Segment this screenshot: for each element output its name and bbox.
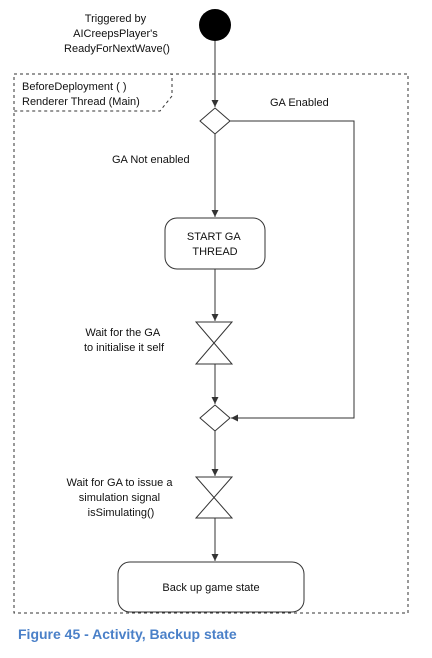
- activity-diagram: BeforeDeployment ( ) Renderer Thread (Ma…: [13, 9, 409, 614]
- backup-game-state-action: [117, 561, 305, 613]
- frame-label-tab: [14, 73, 173, 112]
- decision-node-ga-enabled: [199, 107, 231, 135]
- ga-enabled-label: GA Enabled: [270, 97, 329, 109]
- edge-ga-enabled: [230, 120, 355, 422]
- frame-boundary: [13, 73, 409, 614]
- wait-signal-label: Wait for GA to issue a simulation signal…: [66, 477, 175, 519]
- initial-node: [199, 9, 231, 41]
- start-ga-thread-action: [164, 217, 266, 270]
- backup-game-state-label: Back up game state: [162, 582, 259, 594]
- ga-not-enabled-label: GA Not enabled: [112, 154, 190, 166]
- wait-signal-node: [194, 476, 234, 519]
- start-ga-thread-label: START GA THREAD: [187, 231, 243, 258]
- figure-caption: Figure 45 - Activity, Backup state: [18, 626, 237, 642]
- wait-init-node: [194, 321, 234, 365]
- frame-label: BeforeDeployment ( ) Renderer Thread (Ma…: [22, 81, 140, 108]
- trigger-annotation: Triggered by AICreepsPlayer's ReadyForNe…: [64, 13, 170, 55]
- wait-init-label: Wait for the GA to initialise it self: [84, 327, 165, 354]
- merge-node: [199, 404, 231, 432]
